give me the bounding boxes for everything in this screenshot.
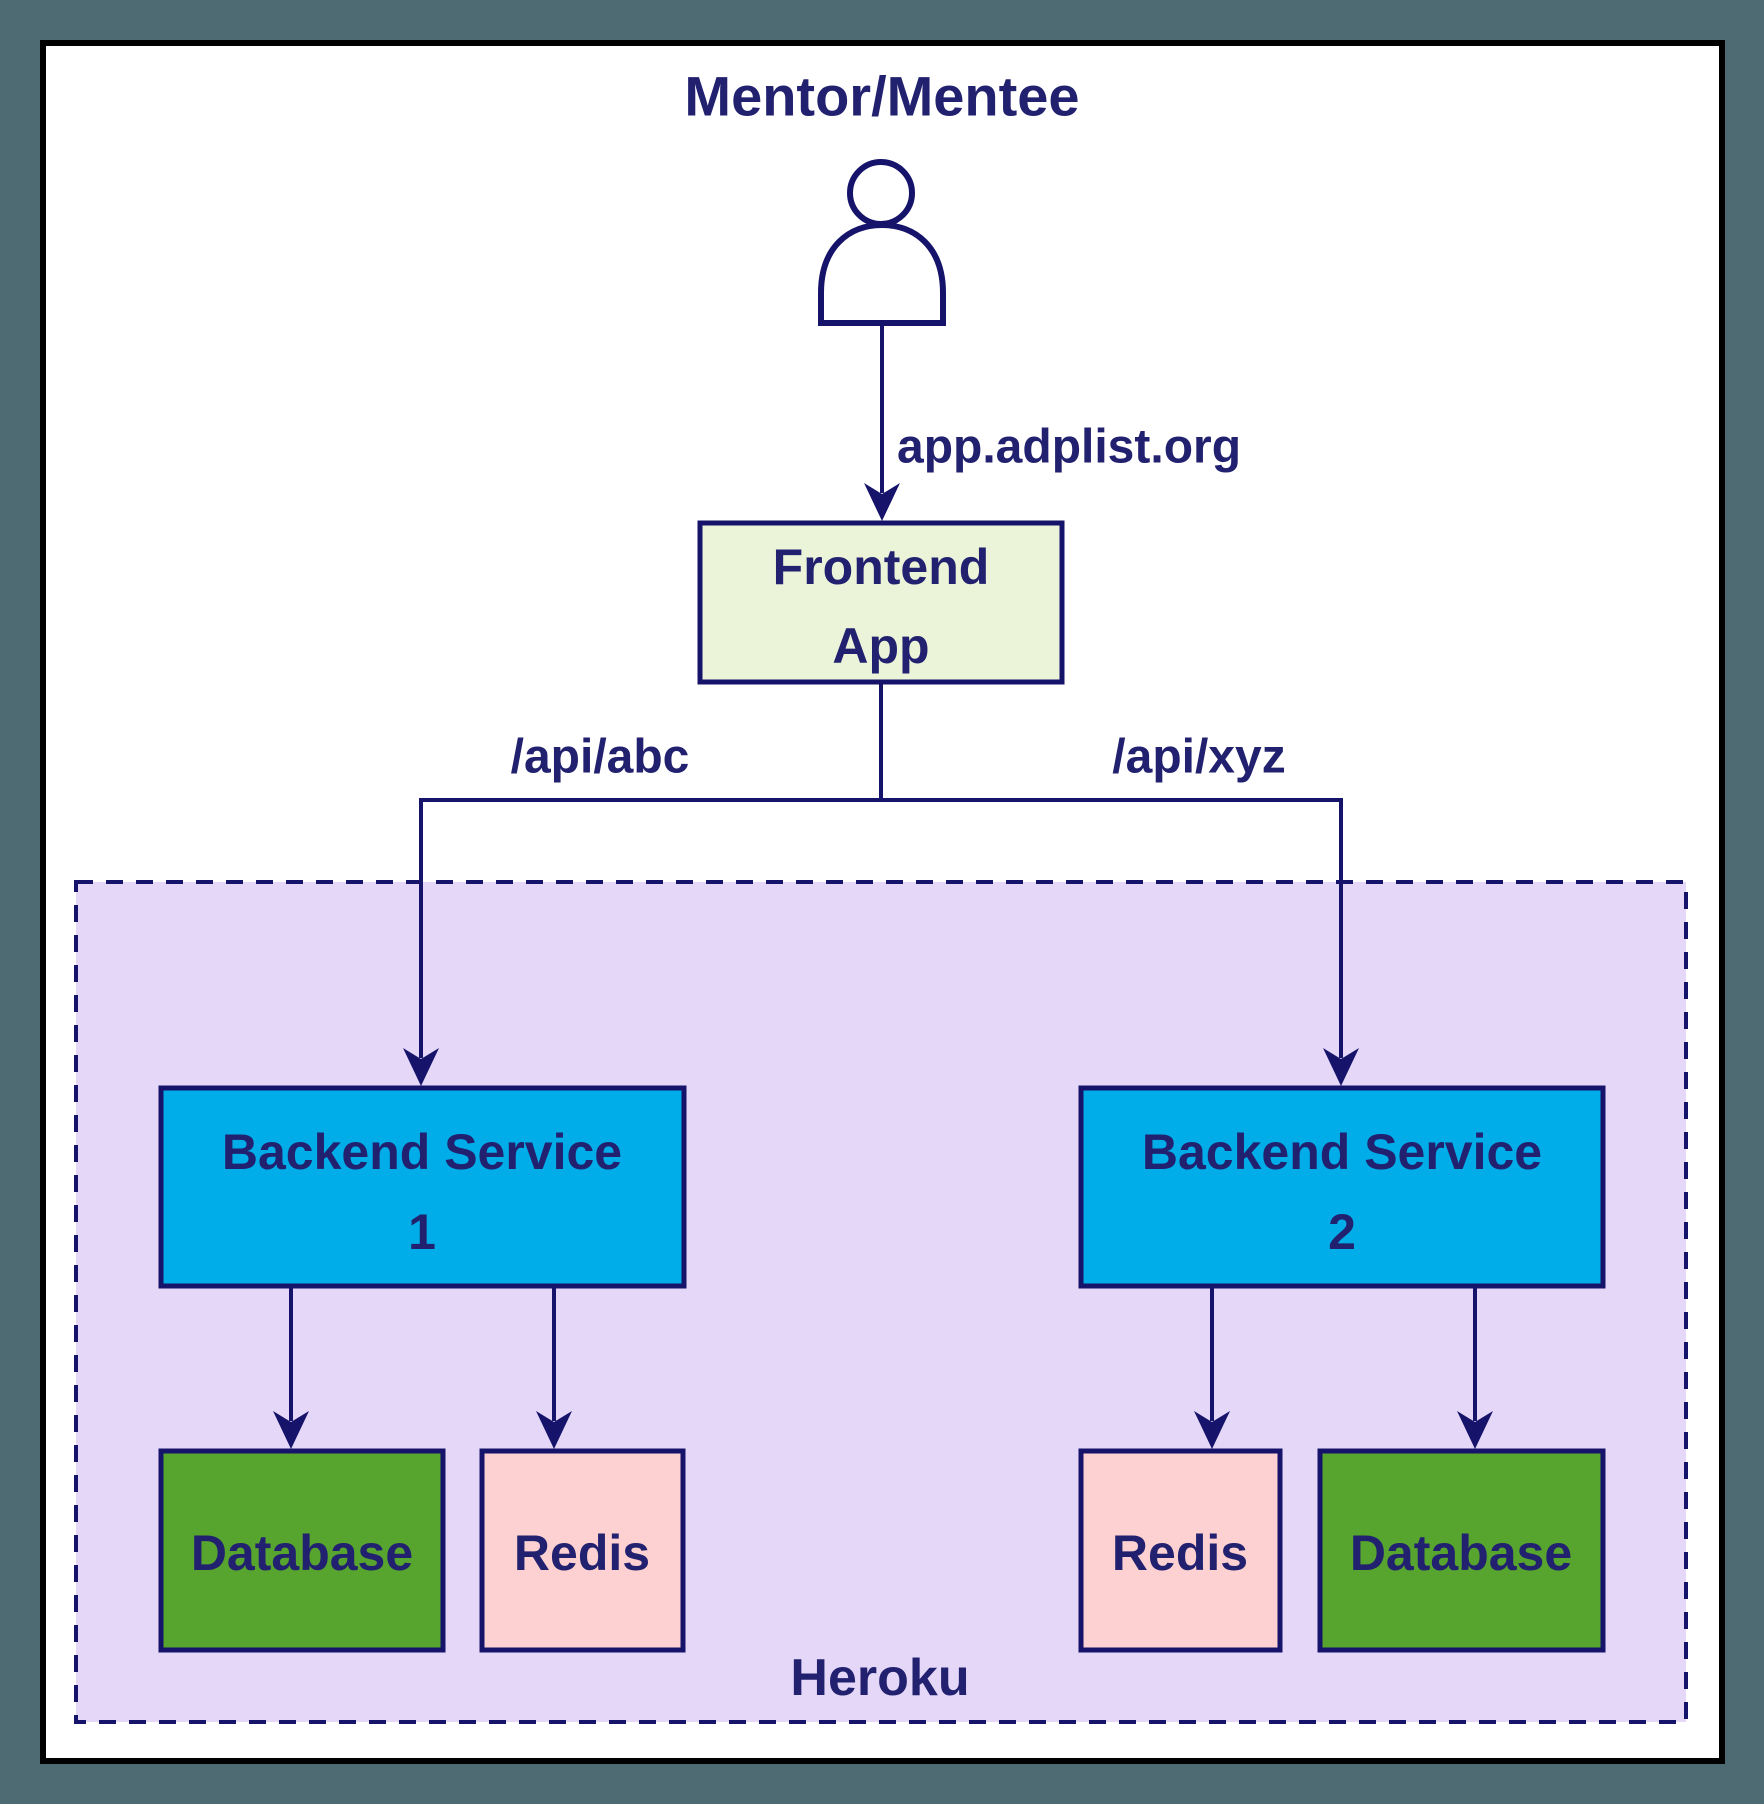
backend-service2-node <box>1078 1085 1606 1289</box>
heroku-label: Heroku <box>790 1649 969 1707</box>
arrowhead-user-to-frontend <box>864 483 900 521</box>
arrowhead-backend2-to-redis <box>1194 1411 1230 1449</box>
database1-label: Database <box>191 1525 413 1581</box>
person-icon-body <box>818 221 946 326</box>
arrowhead-to-backend2 <box>1323 1048 1359 1086</box>
redis2-node <box>1078 1448 1283 1653</box>
frontend-app-node <box>697 520 1065 685</box>
redis2-label: Redis <box>1112 1525 1248 1581</box>
arrowhead-backend2-to-database <box>1457 1411 1493 1449</box>
redis1-label: Redis <box>514 1525 650 1581</box>
edge-label-api-xyz: /api/xyz <box>1112 731 1285 784</box>
backend-service2-label-line2: 2 <box>1328 1204 1356 1260</box>
backend-service1-node <box>158 1085 687 1289</box>
arrowhead-backend1-to-database <box>273 1411 309 1449</box>
arrowhead-backend1-to-redis <box>536 1411 572 1449</box>
redis1-node <box>479 1448 686 1653</box>
edge-label-api-abc: /api/abc <box>511 731 690 784</box>
diagram-title: Mentor/Mentee <box>684 65 1079 128</box>
frontend-app-label-line1: Frontend <box>773 539 990 595</box>
backend-service1-label-line2: 1 <box>408 1204 436 1260</box>
edge-label-request: app.adplist.org <box>897 421 1241 474</box>
frontend-app-label-line2: App <box>832 618 929 674</box>
person-icon <box>818 159 946 326</box>
backend-service2-label-line1: Backend Service <box>1142 1124 1542 1180</box>
database2-node <box>1317 1448 1606 1653</box>
arrowhead-to-backend1 <box>403 1048 439 1086</box>
database1-node <box>158 1448 446 1653</box>
backend-service1-label-line1: Backend Service <box>222 1124 622 1180</box>
database2-label: Database <box>1350 1525 1572 1581</box>
